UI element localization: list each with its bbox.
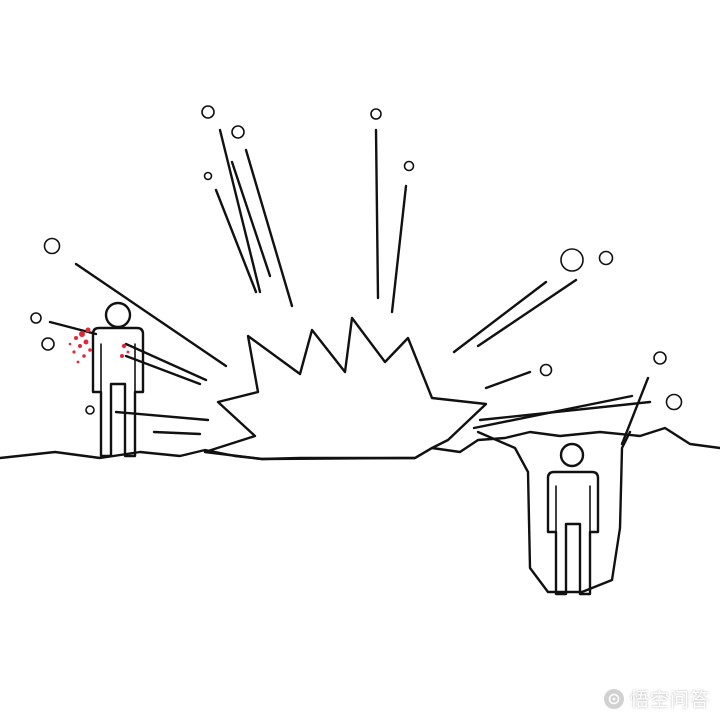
watermark: 悟空问答 [601, 685, 710, 712]
ground-line [0, 426, 720, 461]
crater-outline [476, 430, 632, 594]
explosion-burst [203, 316, 488, 461]
debris-streaks [74, 128, 652, 446]
debris-particles [30, 105, 683, 415]
wukong-logo-icon [601, 686, 626, 711]
watermark-text: 悟空问答 [629, 689, 710, 711]
figure-right-in-crater [546, 442, 600, 596]
shrapnel-streaks-left [48, 320, 210, 436]
blood-splatter [68, 327, 130, 364]
figure-left-wounded [68, 301, 145, 458]
